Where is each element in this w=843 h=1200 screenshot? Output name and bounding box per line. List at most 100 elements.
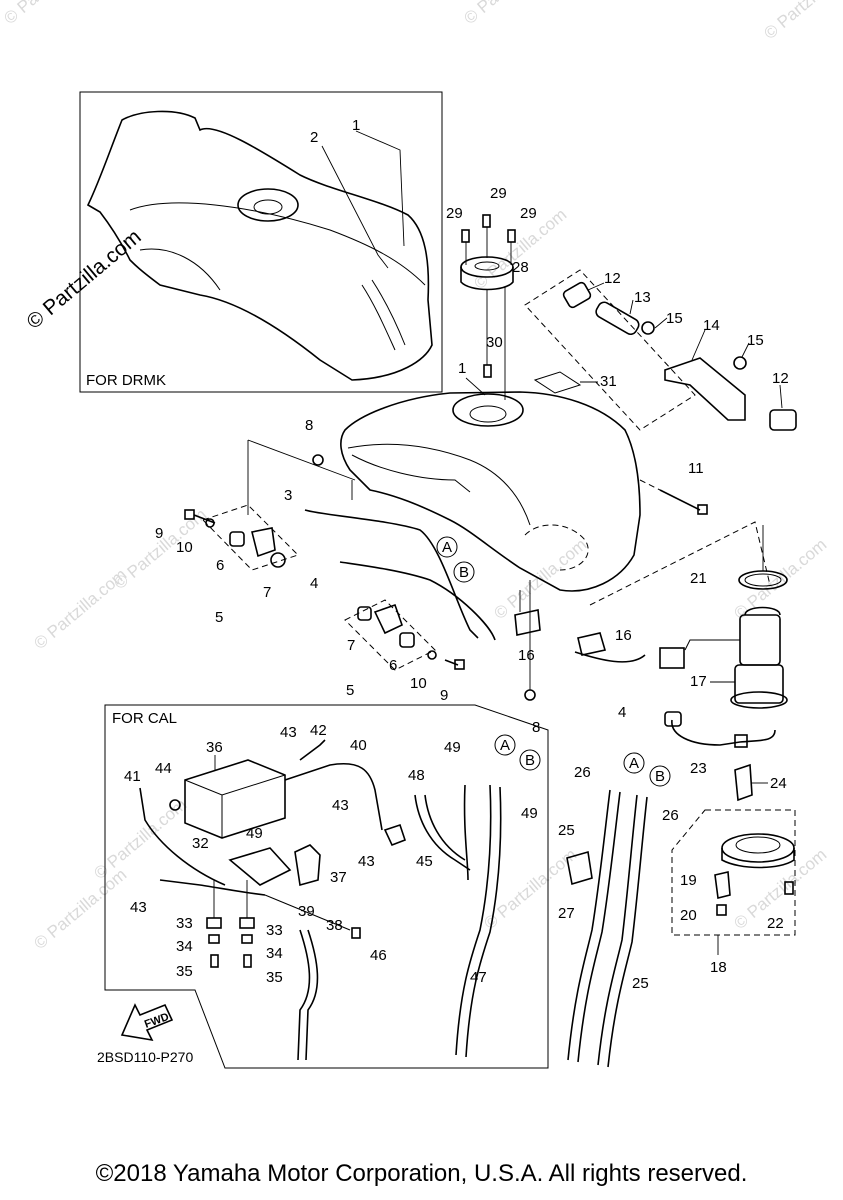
callout-38: 38 xyxy=(326,917,343,934)
drmk-tank-outline xyxy=(86,110,433,381)
circle-a-marker xyxy=(436,536,458,558)
callout-4: 4 xyxy=(618,704,626,721)
collar-34-left xyxy=(208,934,220,944)
callout-12: 12 xyxy=(772,370,789,387)
bolt-20 xyxy=(716,904,727,916)
watermark-text: © Partzilla.com xyxy=(110,505,210,593)
callout-9: 9 xyxy=(440,687,448,704)
ring-plate-inner xyxy=(735,836,781,854)
hose-40 xyxy=(284,763,383,831)
pump-flange xyxy=(730,691,788,709)
callout-23: 23 xyxy=(690,760,707,777)
ring-dash-box xyxy=(671,809,796,936)
drmk-tank-tunnel xyxy=(139,248,221,291)
dampers-16: 16 16 xyxy=(514,590,632,664)
callout-43: 43 xyxy=(280,724,297,741)
callout-13: 13 xyxy=(634,289,651,306)
collar-6-left xyxy=(229,531,245,547)
bolt-22 xyxy=(784,881,794,895)
pump-harness-23 xyxy=(671,719,776,746)
cal-label: FOR CAL xyxy=(112,710,177,727)
circle-b-label: B xyxy=(525,752,535,769)
circle-a-marker xyxy=(623,752,645,774)
callout-34: 34 xyxy=(266,945,283,962)
connector-23b xyxy=(734,734,748,748)
callout-29: 29 xyxy=(490,185,507,202)
fwd-arrow-label: FWD xyxy=(143,1011,171,1031)
hose-25-b-edge xyxy=(607,796,648,1068)
filler-cap-hole xyxy=(474,261,500,271)
circle-a-marker xyxy=(494,734,516,756)
bolt-8-top xyxy=(312,454,324,466)
drmk-stripe xyxy=(361,284,396,351)
callout-5: 5 xyxy=(215,609,223,626)
leader xyxy=(629,299,634,315)
callout-19: 19 xyxy=(680,872,697,889)
hose-42 xyxy=(299,739,326,761)
leader xyxy=(654,317,668,329)
circle-a-label: A xyxy=(442,539,452,556)
fuel-pump-assembly: 21 17 23 24 xyxy=(589,521,788,802)
callout-24: 24 xyxy=(770,775,787,792)
drmk-filler-ring xyxy=(237,188,299,222)
callout-47: 47 xyxy=(470,969,487,986)
hose-25-b xyxy=(597,794,638,1066)
bolt-9-left xyxy=(184,509,195,520)
callout-40: 40 xyxy=(350,737,367,754)
callout-34: 34 xyxy=(176,938,193,955)
clamp-45 xyxy=(383,823,407,847)
bolt-35-right xyxy=(243,954,252,968)
hose-4-left xyxy=(339,561,496,641)
callout-45: 45 xyxy=(416,853,433,870)
callout-8: 8 xyxy=(305,417,313,434)
pump-guide-line xyxy=(589,521,771,606)
callout-6: 6 xyxy=(389,657,397,674)
clamp-44 xyxy=(169,799,181,811)
callout-6: 6 xyxy=(216,557,224,574)
callout-33: 33 xyxy=(176,915,193,932)
cal-inset: FOR CAL 36 41 44 40 42 43 43 43 43 32 39… xyxy=(97,704,549,1069)
callout-10: 10 xyxy=(176,539,193,556)
callout-25: 25 xyxy=(632,975,649,992)
hose-3 xyxy=(304,509,479,639)
callout-32: 32 xyxy=(192,835,209,852)
circle-b-marker xyxy=(519,749,541,771)
damper-12-top xyxy=(562,281,592,309)
callout-15: 15 xyxy=(666,310,683,327)
bolt-9-shaft xyxy=(444,659,459,666)
tank-outline xyxy=(340,391,641,592)
watermark-main-text: © Partzilla.com xyxy=(22,225,145,334)
filler-cap-assembly: 29 29 29 28 30 xyxy=(446,185,537,400)
hose-47-edge xyxy=(465,786,502,1058)
callout-1-drmk: 1 xyxy=(352,117,360,134)
left-mount-top: 9 10 6 7 5 xyxy=(155,439,356,626)
callout-5: 5 xyxy=(346,682,354,699)
bolt-15-a xyxy=(641,321,655,335)
callout-25: 25 xyxy=(558,822,575,839)
callout-4: 4 xyxy=(310,575,318,592)
washer-10-left xyxy=(205,518,215,528)
hose-connection-markers-top: A B xyxy=(436,536,475,583)
bolt-11 xyxy=(659,489,701,511)
ring-plate xyxy=(721,833,795,863)
collar-6-mid xyxy=(399,632,415,648)
callout-48: 48 xyxy=(408,767,425,784)
hose-47 xyxy=(455,784,492,1056)
callout-1: 1 xyxy=(458,360,466,377)
callout-29: 29 xyxy=(446,205,463,222)
leader xyxy=(264,894,351,931)
callout-16: 16 xyxy=(518,647,535,664)
clip-27 xyxy=(566,850,593,886)
callout-21: 21 xyxy=(690,570,707,587)
hose-48-edge xyxy=(424,794,466,861)
damper-33-left xyxy=(206,917,222,929)
callout-11: 11 xyxy=(688,460,704,477)
damper-left xyxy=(251,527,276,558)
tank-seam xyxy=(347,443,531,526)
callout-42: 42 xyxy=(310,722,327,739)
drmk-filler-hole xyxy=(253,199,283,215)
hose-47-left-edge xyxy=(305,929,319,1061)
leader xyxy=(247,439,356,481)
mount-dash-box xyxy=(202,504,299,571)
